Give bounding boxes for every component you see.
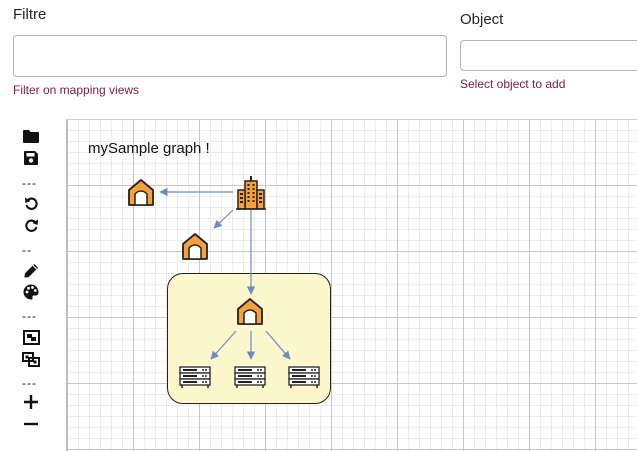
toolbar-separator: --	[22, 243, 32, 257]
undo-button[interactable]	[18, 193, 44, 213]
zoom-out-button[interactable]	[18, 414, 44, 434]
graph-title: mySample graph !	[88, 140, 210, 157]
house-icon[interactable]	[182, 233, 208, 260]
building-icon[interactable]	[236, 176, 266, 210]
ungroup-button[interactable]	[18, 349, 44, 369]
server-icon[interactable]	[288, 366, 320, 389]
edge[interactable]	[265, 330, 291, 360]
object-select[interactable]	[460, 40, 637, 71]
server-icon[interactable]	[234, 366, 266, 389]
edit-button[interactable]	[18, 260, 44, 280]
zoom-in-button[interactable]	[18, 392, 44, 412]
toolbar-separator: ---	[22, 376, 37, 390]
house-icon[interactable]	[128, 179, 154, 206]
edge[interactable]	[210, 330, 237, 360]
palette-icon	[23, 284, 39, 300]
group-button[interactable]	[18, 327, 44, 347]
house-icon[interactable]	[237, 298, 263, 325]
zoom-out-icon	[24, 422, 38, 426]
undo-icon	[24, 196, 38, 210]
save-button[interactable]	[18, 148, 44, 168]
style-button[interactable]	[18, 282, 44, 302]
zoom-in-icon	[24, 395, 38, 409]
graph-canvas[interactable]: mySample graph !	[66, 119, 637, 451]
edge[interactable]	[213, 209, 234, 229]
group-icon	[22, 329, 40, 345]
graph-edges	[159, 187, 291, 360]
redo-icon	[24, 218, 38, 232]
object-hint: Select object to add	[460, 77, 566, 91]
object-label: Object	[460, 11, 504, 28]
server-icon[interactable]	[179, 366, 211, 389]
toolbar-separator: ---	[22, 176, 37, 190]
pencil-icon	[23, 263, 38, 278]
redo-button[interactable]	[18, 215, 44, 235]
folder-icon	[23, 130, 39, 143]
filter-hint: Filter on mapping views	[13, 83, 140, 97]
ungroup-icon	[22, 351, 40, 367]
filter-input[interactable]	[13, 35, 447, 77]
save-icon	[24, 151, 38, 165]
filter-label: Filtre	[13, 6, 47, 23]
open-button[interactable]	[18, 126, 44, 146]
toolbar-separator: ---	[22, 309, 37, 323]
